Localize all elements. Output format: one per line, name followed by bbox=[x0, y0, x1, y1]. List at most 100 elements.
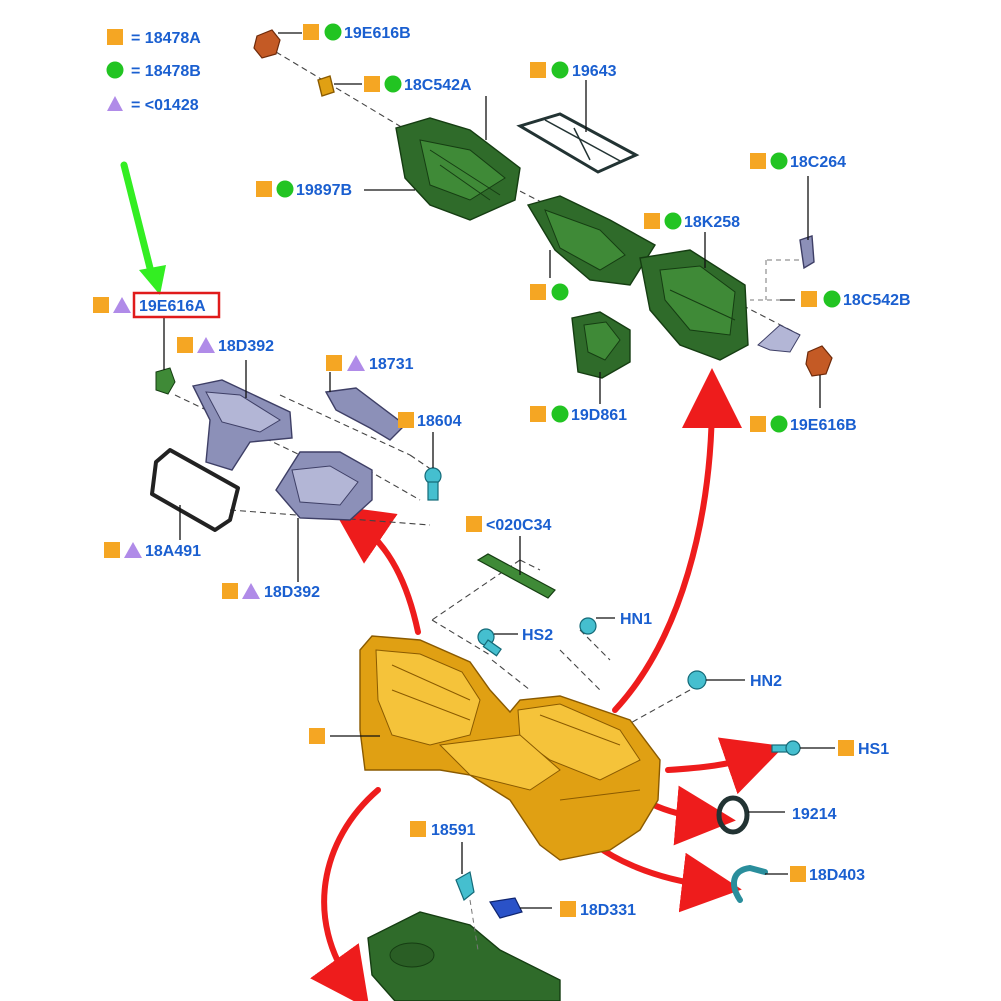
green-circle-icon bbox=[551, 283, 569, 301]
callout-18C542A: 18C542A bbox=[364, 75, 472, 94]
part-18D392-lower-duct-icon bbox=[275, 451, 373, 582]
green-circle-icon bbox=[770, 415, 788, 433]
part-18731-bracket-icon bbox=[324, 372, 407, 441]
callout-label: 19643 bbox=[572, 63, 617, 80]
part-hvac-housing-icon bbox=[330, 635, 661, 861]
orange-square-icon bbox=[530, 406, 546, 422]
callout-18591: 18591 bbox=[410, 821, 476, 839]
callout-label: 19E616B bbox=[790, 417, 857, 434]
callout-label: HS2 bbox=[522, 627, 553, 644]
orange-square-icon bbox=[256, 181, 272, 197]
callout-label: 18K258 bbox=[684, 214, 740, 231]
callout-label: 18A491 bbox=[145, 543, 201, 560]
callout-label: 18D403 bbox=[809, 867, 865, 884]
callout-label: <020C34 bbox=[486, 517, 551, 534]
green-circle-icon bbox=[384, 75, 402, 93]
green-circle-icon bbox=[551, 61, 569, 79]
callout-18K258: 18K258 bbox=[644, 212, 740, 231]
callout-18C542B: 18C542B bbox=[801, 290, 911, 309]
callout-label: 19214 bbox=[792, 806, 837, 823]
callout-18D392-bottom: 18D392 bbox=[222, 583, 320, 601]
orange-square-icon bbox=[93, 297, 109, 313]
callouts: 19E616B 18C542A 19643 19897B 18C264 bbox=[93, 23, 911, 919]
orange-square-icon bbox=[364, 76, 380, 92]
callout-hvac-housing bbox=[309, 728, 325, 744]
part-18C542A-icon bbox=[317, 75, 362, 97]
orange-square-icon bbox=[838, 740, 854, 756]
callout-19214: 19214 bbox=[792, 806, 837, 823]
part-HS1-fastener-icon bbox=[771, 740, 835, 756]
orange-square-icon bbox=[303, 24, 319, 40]
red-arrow-to-hs1-icon bbox=[665, 737, 785, 795]
purple-triangle-icon bbox=[242, 583, 260, 599]
part-18A491-gasket-icon bbox=[150, 448, 240, 540]
callout-19D861: 19D861 bbox=[530, 405, 627, 424]
callout-label: 19D861 bbox=[571, 407, 627, 424]
orange-square-icon bbox=[309, 728, 325, 744]
legend-purple-triangle-icon bbox=[107, 96, 123, 111]
orange-square-icon bbox=[750, 153, 766, 169]
callout-19E616B-right: 19E616B bbox=[750, 415, 857, 434]
orange-square-icon bbox=[750, 416, 766, 432]
callout-label: HN1 bbox=[620, 611, 652, 628]
highlight-box bbox=[132, 291, 221, 319]
part-18591-icon bbox=[455, 842, 475, 901]
part-18D392-upper-duct-icon bbox=[191, 360, 293, 471]
callout-HN2: HN2 bbox=[750, 673, 782, 690]
callout-label: 18D392 bbox=[264, 584, 320, 601]
legend-green-circle-icon bbox=[106, 61, 124, 79]
callout-HS2: HS2 bbox=[522, 627, 553, 644]
callout-label: 18D392 bbox=[218, 338, 274, 355]
callout-18D392-top: 18D392 bbox=[177, 337, 274, 355]
callout-18731: 18731 bbox=[326, 355, 414, 373]
part-HN1-nut-icon bbox=[579, 617, 615, 635]
part-19E616B-right-icon bbox=[805, 345, 833, 408]
orange-square-icon bbox=[466, 516, 482, 532]
part-18D403-clamp-icon bbox=[731, 864, 788, 903]
legend-orange-square-icon bbox=[107, 29, 123, 45]
callout-18D331: 18D331 bbox=[560, 901, 636, 919]
green-circle-icon bbox=[664, 212, 682, 230]
green-pointer-arrow-icon bbox=[120, 161, 166, 295]
orange-square-icon bbox=[222, 583, 238, 599]
callout-label: 19897B bbox=[296, 182, 352, 199]
part-19E616A-icon bbox=[155, 318, 176, 395]
green-circle-icon bbox=[551, 405, 569, 423]
callout-label: HS1 bbox=[858, 741, 889, 758]
callout-label: 18591 bbox=[431, 822, 476, 839]
green-circle-icon bbox=[324, 23, 342, 41]
orange-square-icon bbox=[801, 291, 817, 307]
callout-green-duct-middle bbox=[530, 283, 569, 301]
red-arrow-to-lavender-icon bbox=[331, 505, 421, 635]
legend-item-18478B: = 18478B bbox=[131, 63, 201, 80]
part-020C34-strip-icon bbox=[476, 536, 556, 599]
part-19643-gasket-icon bbox=[516, 80, 640, 174]
purple-triangle-icon bbox=[124, 542, 142, 558]
part-bottom-green-duct-icon bbox=[367, 899, 561, 1001]
callout-HN1: HN1 bbox=[620, 611, 652, 628]
part-18C542B-icon bbox=[757, 299, 801, 353]
part-18604-pin-icon bbox=[424, 432, 442, 501]
legend-item-01428: = <01428 bbox=[131, 97, 199, 114]
green-circle-icon bbox=[823, 290, 841, 308]
part-19897B-duct-icon bbox=[364, 96, 521, 221]
purple-triangle-icon bbox=[347, 355, 365, 371]
callout-HS1: HS1 bbox=[838, 740, 889, 758]
callout-label: 18731 bbox=[369, 356, 414, 373]
orange-square-icon bbox=[177, 337, 193, 353]
callout-19E616B-top: 19E616B bbox=[303, 23, 411, 42]
part-19E616B-top-icon bbox=[253, 29, 302, 59]
callout-label: 18C542A bbox=[404, 77, 472, 94]
part-HN2-nut-icon bbox=[687, 670, 745, 690]
part-HS2-fastener-icon bbox=[477, 628, 518, 657]
orange-square-icon bbox=[644, 213, 660, 229]
orange-square-icon bbox=[790, 866, 806, 882]
part-19214-seal-icon bbox=[716, 795, 785, 835]
callout-label: 18604 bbox=[417, 413, 462, 430]
orange-square-icon bbox=[326, 355, 342, 371]
part-18C264-icon bbox=[799, 176, 815, 270]
orange-square-icon bbox=[398, 412, 414, 428]
part-green-duct-middle-icon bbox=[526, 195, 656, 286]
part-18K258-duct-icon bbox=[639, 232, 749, 361]
purple-triangle-icon bbox=[113, 297, 131, 313]
